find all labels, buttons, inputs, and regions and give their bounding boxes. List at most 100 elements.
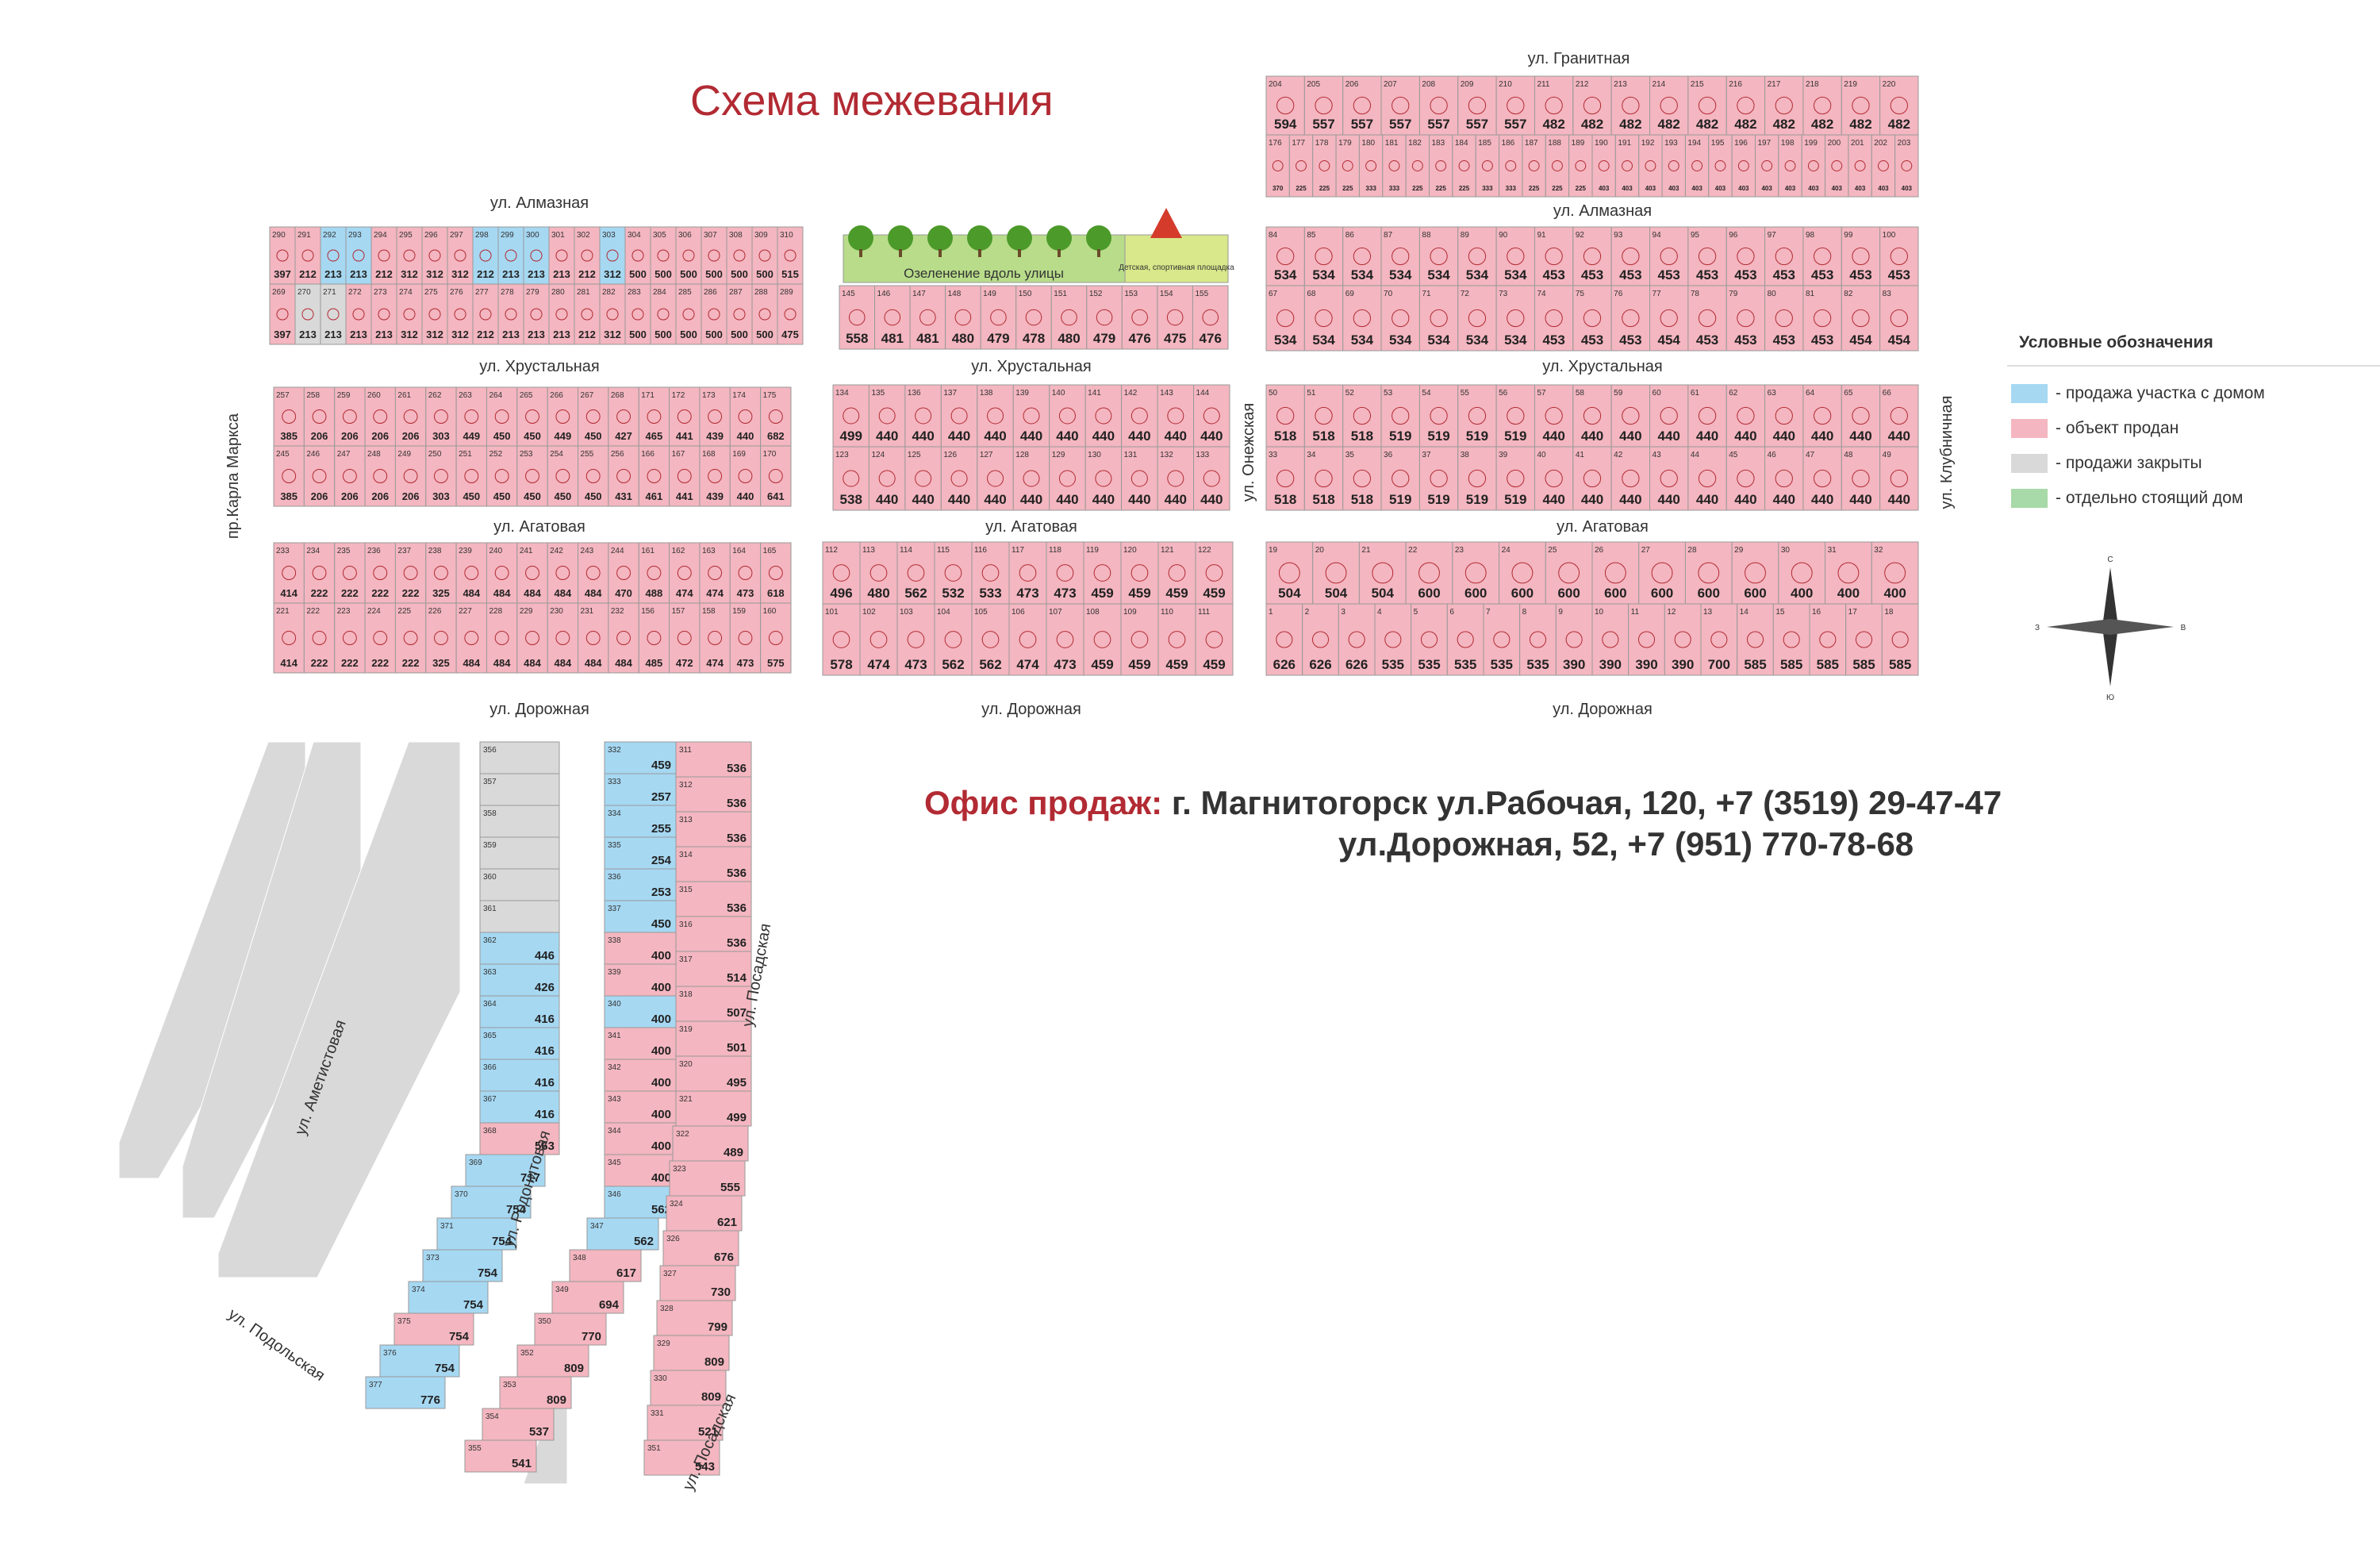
plot-area: 440: [984, 428, 1006, 444]
plot-area: 206: [311, 430, 328, 442]
plot-number: 76: [1614, 290, 1623, 298]
plot-badge: [677, 566, 692, 580]
plot-area: 534: [1466, 332, 1489, 348]
plot-number: 193: [1664, 139, 1678, 148]
plot-badge: [1901, 160, 1913, 171]
plot-252: [486, 445, 518, 507]
plot-204: [1265, 75, 1305, 136]
plot-number: 59: [1614, 389, 1623, 398]
plot-309: [751, 226, 778, 285]
plot-number: 79: [1729, 290, 1738, 298]
plot-badge: [1775, 309, 1793, 328]
plot-39: [1495, 446, 1535, 511]
legend-label: - продажа участка с домом: [2056, 384, 2265, 402]
plot-badge: [733, 308, 746, 321]
plot-303: [599, 226, 626, 285]
plot-298: [472, 226, 499, 285]
plot-area: 533: [979, 586, 1001, 601]
st-hrust-2: ул. Хрустальная: [971, 358, 1092, 375]
plot-number: 58: [1576, 389, 1585, 398]
plot-212: [1572, 75, 1612, 136]
plot-badge: [738, 409, 753, 424]
plot-number: 276: [450, 288, 463, 297]
plot-214: [1649, 75, 1689, 136]
plot-number: 108: [1086, 608, 1100, 617]
plot-badge: [434, 409, 448, 424]
plot-area: 504: [1278, 586, 1301, 601]
plot-badge: [1392, 247, 1410, 266]
plot-number: 244: [611, 547, 624, 555]
plot-area: 312: [426, 268, 443, 280]
plot-number: 280: [551, 288, 565, 297]
plot-number: 3: [1341, 608, 1345, 617]
st-klubnichnaya: ул. Клубничная: [1938, 396, 1956, 509]
plot-area: 225: [1576, 185, 1587, 192]
plot-badge: [342, 566, 357, 580]
plot-badge: [494, 469, 509, 483]
plot-badge: [1365, 160, 1377, 171]
plot-number: 175: [763, 391, 777, 400]
plot-number: 254: [550, 450, 563, 459]
plot-area: 222: [371, 587, 389, 599]
plot-area: 222: [402, 657, 420, 669]
plot-badge: [1203, 407, 1220, 425]
plot-number: 82: [1844, 290, 1853, 298]
plot-area: 403: [1902, 185, 1913, 192]
plot-200: [1825, 134, 1849, 198]
plot-badge: [1660, 309, 1678, 328]
plot-area: 431: [615, 490, 632, 502]
plot-area: 499: [840, 428, 862, 444]
st-granitnaya: ул. Гранитная: [1528, 50, 1630, 67]
plot-badge: [1315, 406, 1333, 425]
plot-badge: [1353, 406, 1372, 425]
plot-area: 400: [651, 1139, 671, 1153]
plot-number: 4: [1377, 608, 1382, 617]
plot-badge: [784, 249, 797, 262]
plot-235: [334, 542, 366, 604]
plot-77: [1649, 285, 1689, 352]
plot-number: 340: [608, 1000, 621, 1009]
plot-area: 449: [555, 430, 572, 442]
plot-area: 312: [401, 329, 418, 340]
plot-badge: [990, 309, 1007, 326]
plot-badge: [301, 308, 314, 321]
plot-badge: [915, 470, 932, 487]
plot-number: 258: [306, 391, 320, 400]
plot-281: [574, 283, 601, 345]
plot-number: 283: [628, 288, 641, 297]
plot-badge: [1737, 96, 1755, 115]
plot-number: 215: [1691, 80, 1704, 89]
plot-number: 104: [937, 608, 950, 617]
plot-area: 514: [727, 971, 747, 985]
plot-number: 165: [763, 547, 777, 555]
plot-number: 25: [1548, 546, 1557, 555]
tree-trunk: [1097, 249, 1100, 257]
plot-number: 257: [276, 391, 290, 400]
plot-area: 535: [1454, 657, 1476, 672]
plot-area: 312: [451, 329, 469, 340]
plot-83: [1879, 285, 1919, 352]
legend-divider: [2007, 365, 2380, 367]
plot-area: 459: [1091, 586, 1113, 601]
plot-number: 209: [1461, 80, 1474, 89]
plot-number: 346: [608, 1190, 621, 1199]
plot-number: 119: [1086, 546, 1099, 555]
plot-area: 488: [646, 587, 663, 599]
plot-number: 294: [374, 231, 387, 240]
plot-number: 143: [1160, 389, 1173, 398]
plot-number: 256: [611, 450, 624, 459]
plot-area: 585: [1889, 657, 1911, 672]
plot-area: 534: [1351, 267, 1374, 282]
plot-number: 377: [369, 1381, 382, 1389]
plot-badge: [1342, 160, 1353, 171]
plot-badge: [1095, 470, 1112, 487]
plot-number: 282: [602, 288, 616, 297]
plot-badge: [312, 631, 327, 645]
plot-badge: [1272, 160, 1284, 171]
plot-46: [1764, 446, 1804, 511]
plot-93: [1610, 226, 1651, 286]
plot-number: 83: [1883, 290, 1892, 298]
plot-number: 105: [974, 608, 988, 617]
plot-area: 518: [1351, 428, 1373, 444]
plot-number: 263: [459, 391, 472, 400]
